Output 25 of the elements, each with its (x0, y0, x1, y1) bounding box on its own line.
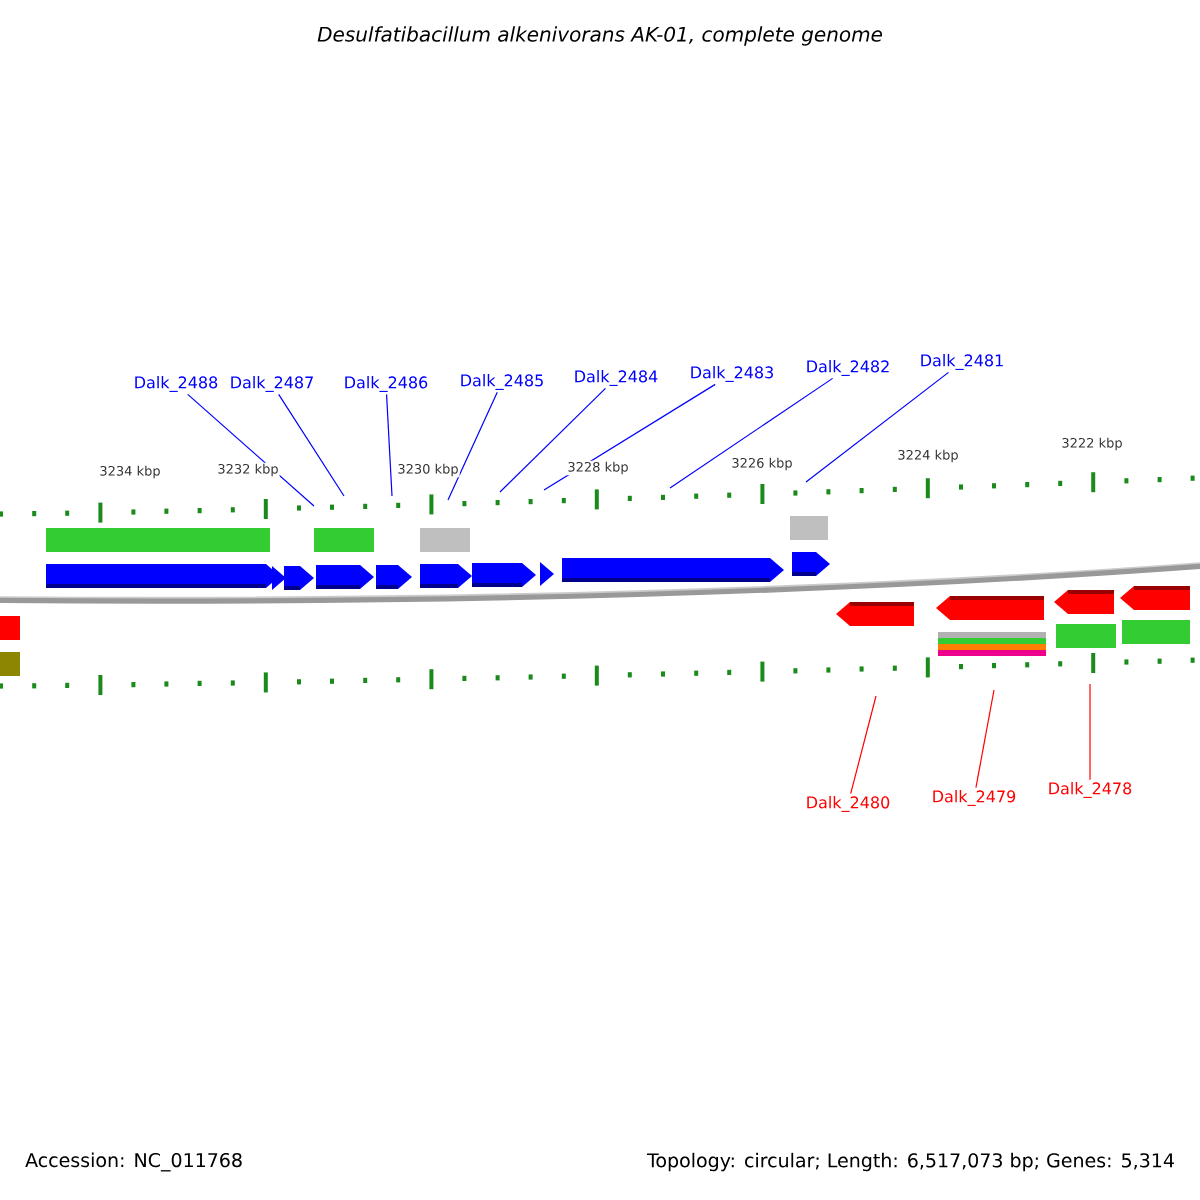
gene-label: Dalk_2483 (691, 366, 773, 382)
leader-line (499, 387, 607, 493)
leader-line (278, 393, 345, 497)
title: Desulfatibacillum alkenivorans AK-01, complete genome (317, 26, 883, 46)
leader-line (669, 377, 834, 489)
gene-label: Dalk_2481 (921, 354, 1003, 370)
gene-label: Dalk_2488 (135, 376, 218, 392)
leader-line (187, 393, 315, 507)
leader-line (975, 689, 995, 789)
gene-label: Dalk_2478 (1049, 782, 1132, 798)
gene-label: Dalk_2487 (231, 376, 313, 392)
gene-label: Dalk_2484 (575, 370, 658, 386)
leader-line (805, 371, 950, 483)
leader-line (385, 393, 393, 497)
gene-label: Dalk_2485 (461, 374, 543, 390)
leader-line (447, 391, 498, 501)
gene-label: Dalk_2479 (933, 790, 1016, 806)
genome-info-text: Topology: circular; Length: 6,517,073 bp; Genes: 5,314 (646, 1152, 1174, 1172)
leader-line (543, 383, 716, 491)
gene-label: Dalk_2480 (807, 796, 890, 812)
gene-label: Dalk_2482 (807, 360, 889, 376)
leader-line (1089, 683, 1091, 781)
leader-line (850, 695, 877, 795)
gene-label: Dalk_2486 (345, 376, 428, 392)
accession-text: Accession: NC_011768 (25, 1152, 242, 1172)
